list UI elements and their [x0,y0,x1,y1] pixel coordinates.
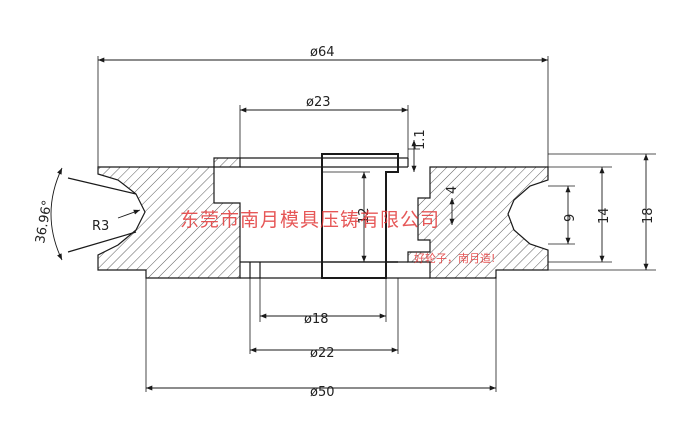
label-bore-diameter: ø23 [306,95,331,110]
dim-leader-radius [117,209,141,219]
watermark-company: 东莞市南月模具压铸有限公司 [180,209,440,231]
dim-arc-angle [50,167,63,261]
left-rim-section [97,157,241,279]
label-groove-angle: 36.96° [33,199,55,245]
label-groove-radius: R3 [92,219,109,234]
label-flange-diameter: ø50 [310,385,335,400]
label-total-width: 18 [641,207,656,224]
label-inner-width: 14 [597,207,612,224]
label-bearing-width: 12 [357,207,372,224]
label-groove-width: 9 [563,214,578,222]
bearing-outline [321,153,399,279]
label-hub-inner-diameter: ø18 [304,312,329,327]
watermark-slogan: 好轮子，南月造! [414,251,495,265]
label-outer-diameter: ø64 [310,45,335,60]
dimension-lines [50,57,649,391]
right-rim-section [407,166,549,279]
label-lip-thickness: 1.1 [413,129,428,150]
label-rim-gap: 4 [445,186,460,194]
label-hub-outer-diameter: ø22 [310,346,335,361]
